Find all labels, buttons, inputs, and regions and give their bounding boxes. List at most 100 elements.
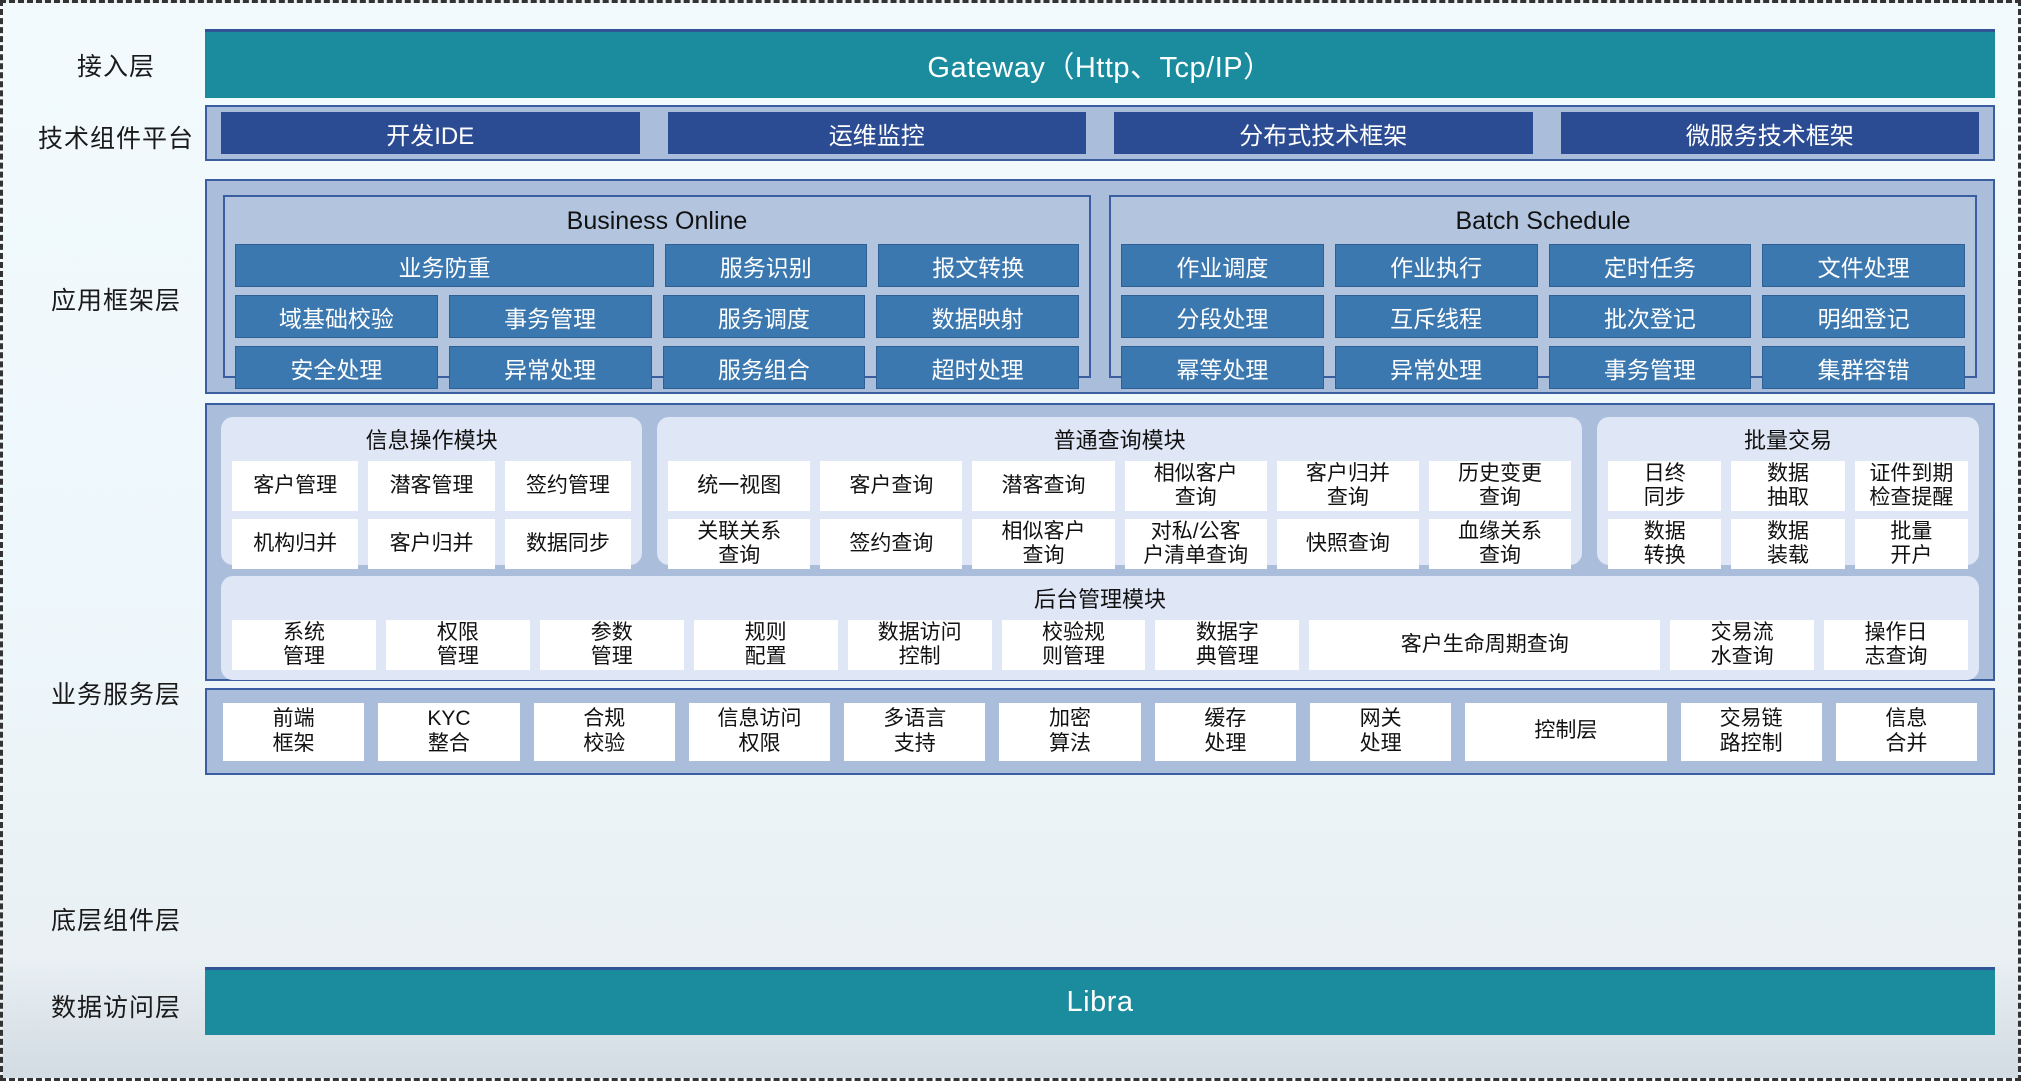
svc-qxgl[interactable]: 权限管理 <box>385 620 530 670</box>
comp-dyyzc[interactable]: 多语言支持 <box>844 702 986 761</box>
fw-cell-yccl[interactable]: 异常处理 <box>448 346 652 389</box>
svc-kzcx[interactable]: 快照查询 <box>1276 519 1419 569</box>
comp-qdkj[interactable]: 前端框架 <box>223 702 365 761</box>
tech-item-microservice-framework[interactable]: 微服务技术框架 <box>1560 112 1979 154</box>
svc-qkcx[interactable]: 潜客查询 <box>972 461 1115 511</box>
svc-lsbgcx[interactable]: 历史变更查询 <box>1428 461 1572 511</box>
svc-qygl[interactable]: 签约管理 <box>504 461 632 511</box>
svc-khcx[interactable]: 客户查询 <box>820 461 963 511</box>
svc-khsmzqcx[interactable]: 客户生命周期查询 <box>1309 620 1661 670</box>
svc-dsgkhqdcx[interactable]: 对私/公客户清单查询 <box>1124 519 1267 569</box>
comp-kzc[interactable]: 控制层 <box>1465 702 1667 761</box>
app-framework-layer: Business Online 业务防重 服务识别 报文转换 域基础校验 事务管… <box>205 179 1995 394</box>
fw-cell-hcxc[interactable]: 互斥线程 <box>1334 295 1538 338</box>
svc-sjtb[interactable]: 数据同步 <box>504 519 632 569</box>
fw-cell-swgl[interactable]: 事务管理 <box>448 295 652 338</box>
fw-cell-dsrw[interactable]: 定时任务 <box>1548 244 1752 287</box>
svc-sjzz[interactable]: 数据装载 <box>1731 519 1845 569</box>
tech-platform-strip: 开发IDE 运维监控 分布式技术框架 微服务技术框架 <box>205 105 1995 161</box>
svc-jygzgl[interactable]: 校验规则管理 <box>1001 620 1146 670</box>
tech-item-distributed-framework[interactable]: 分布式技术框架 <box>1114 112 1533 154</box>
fw-cell-cscl[interactable]: 超时处理 <box>876 346 1079 389</box>
svc-zjdqjctx[interactable]: 证件到期检查提醒 <box>1854 461 1968 511</box>
fw-cell-pcdj[interactable]: 批次登记 <box>1548 295 1752 338</box>
fw-cell-fwzh[interactable]: 服务组合 <box>662 346 866 389</box>
fw-cell-swgl-batch[interactable]: 事务管理 <box>1548 346 1752 389</box>
framework-panel-batch-schedule: Batch Schedule 作业调度 作业执行 定时任务 文件处理 分段处理 … <box>1109 195 1977 389</box>
comp-jmsf[interactable]: 加密算法 <box>999 702 1141 761</box>
fw-cell-bwzh[interactable]: 报文转换 <box>877 244 1080 287</box>
module-title-info-operation: 信息操作模块 <box>365 428 498 453</box>
module-backend-management: 后台管理模块 系统管理 权限管理 参数管理 规则配置 数据访问控制 校验规则管理… <box>221 576 1979 680</box>
comp-jylkz[interactable]: 交易链路控制 <box>1680 702 1822 761</box>
svc-csgl[interactable]: 参数管理 <box>539 620 684 670</box>
fw-cell-zydd[interactable]: 作业调度 <box>1121 244 1324 287</box>
libra-bar: Libra <box>205 967 1995 1035</box>
svc-qycx[interactable]: 签约查询 <box>820 519 963 569</box>
framework-row: 作业调度 作业执行 定时任务 文件处理 <box>1121 244 1965 287</box>
business-service-layer: 信息操作模块 客户管理 潜客管理 签约管理 机构归并 客户归并 数据同步 <box>205 403 1995 681</box>
comp-wgcl[interactable]: 网关处理 <box>1309 702 1452 761</box>
svc-jggb[interactable]: 机构归并 <box>232 519 359 569</box>
fw-cell-aqcl[interactable]: 安全处理 <box>235 346 438 389</box>
layer-label-business-service: 业务服务层 <box>50 681 181 709</box>
fw-cell-mxdj[interactable]: 明细登记 <box>1762 295 1965 338</box>
svc-sjcq[interactable]: 数据抽取 <box>1731 461 1845 511</box>
fw-cell-fwdd[interactable]: 服务调度 <box>662 295 866 338</box>
svc-khgbcx[interactable]: 客户归并查询 <box>1276 461 1419 511</box>
svc-sjzdgl[interactable]: 数据字典管理 <box>1155 620 1300 670</box>
layer-label-access: 接入层 <box>76 53 155 81</box>
svc-sjfwkz[interactable]: 数据访问控制 <box>847 620 992 670</box>
svc-khgb[interactable]: 客户归并 <box>368 519 495 569</box>
svc-gzpz[interactable]: 规则配置 <box>693 620 838 670</box>
svc-khgl[interactable]: 客户管理 <box>232 461 359 511</box>
svc-jyslcx[interactable]: 交易流水查询 <box>1670 620 1815 670</box>
module-batch-transaction: 批量交易 日终同步 数据抽取 证件到期检查提醒 数据转换 数据装载 批量开户 <box>1597 417 1979 569</box>
fw-cell-yccl-batch[interactable]: 异常处理 <box>1334 346 1538 389</box>
framework-row: 业务防重 服务识别 报文转换 <box>235 244 1080 287</box>
comp-hgjy[interactable]: 合规校验 <box>533 702 675 761</box>
svc-tysT[interactable]: 统一视图 <box>668 461 811 511</box>
business-module-row-top: 信息操作模块 客户管理 潜客管理 签约管理 机构归并 客户归并 数据同步 <box>221 417 1979 569</box>
tech-item-dev-ide[interactable]: 开发IDE <box>221 112 640 154</box>
comp-hccl[interactable]: 缓存处理 <box>1154 702 1296 761</box>
svc-xskhcx[interactable]: 相似客户查询 <box>1124 461 1267 511</box>
layer-label-data-access: 数据访问层 <box>50 994 181 1022</box>
svc-xskhcx2[interactable]: 相似客户查询 <box>972 519 1115 569</box>
svc-sjzh[interactable]: 数据转换 <box>1608 519 1722 569</box>
module-row: 关联关系查询 签约查询 相似客户查询 对私/公客户清单查询 快照查询 血缘关系查… <box>668 519 1572 569</box>
module-row: 机构归并 客户归并 数据同步 <box>232 519 632 569</box>
comp-xxhb[interactable]: 信息合并 <box>1835 702 1978 761</box>
svc-plkh[interactable]: 批量开户 <box>1854 519 1968 569</box>
layer-label-app-framework: 应用框架层 <box>50 287 181 315</box>
fw-cell-zyzx[interactable]: 作业执行 <box>1334 244 1538 287</box>
panel-title-business-online: Business Online <box>566 207 748 235</box>
comp-xxfwqx[interactable]: 信息访问权限 <box>688 702 831 761</box>
module-info-operation: 信息操作模块 客户管理 潜客管理 签约管理 机构归并 客户归并 数据同步 <box>221 417 643 569</box>
fw-cell-jqrc[interactable]: 集群容错 <box>1762 346 1965 389</box>
framework-row: 分段处理 互斥线程 批次登记 明细登记 <box>1121 295 1965 338</box>
framework-row: 域基础校验 事务管理 服务调度 数据映射 <box>235 295 1079 338</box>
module-row: 日终同步 数据抽取 证件到期检查提醒 <box>1608 461 1968 511</box>
module-row: 统一视图 客户查询 潜客查询 相似客户查询 客户归并查询 历史变更查询 <box>668 461 1572 511</box>
fw-cell-fdcl[interactable]: 分段处理 <box>1121 295 1324 338</box>
module-common-query: 普通查询模块 统一视图 客户查询 潜客查询 相似客户查询 客户归并查询 历史变更… <box>657 417 1583 569</box>
fw-cell-sjys[interactable]: 数据映射 <box>876 295 1079 338</box>
svc-czrzcx[interactable]: 操作日志查询 <box>1824 620 1968 670</box>
svc-xygxcx[interactable]: 血缘关系查询 <box>1428 519 1572 569</box>
svc-xtgl[interactable]: 系统管理 <box>232 620 376 670</box>
fw-cell-mdcl[interactable]: 幂等处理 <box>1121 346 1324 389</box>
svc-rzhtb[interactable]: 日终同步 <box>1608 461 1722 511</box>
fw-cell-wjcl[interactable]: 文件处理 <box>1762 244 1965 287</box>
tech-item-ops-monitor[interactable]: 运维监控 <box>667 112 1086 154</box>
framework-row: 安全处理 异常处理 服务组合 超时处理 <box>235 346 1079 389</box>
svc-glgxcx[interactable]: 关联关系查询 <box>668 519 811 569</box>
svc-qkgl[interactable]: 潜客管理 <box>368 461 495 511</box>
layer-label-tech-platform: 技术组件平台 <box>37 125 194 153</box>
framework-row: 幂等处理 异常处理 事务管理 集群容错 <box>1121 346 1965 389</box>
fw-cell-ywfz[interactable]: 业务防重 <box>235 244 654 287</box>
fw-cell-yjcjy[interactable]: 域基础校验 <box>235 295 438 338</box>
fw-cell-fwsb[interactable]: 服务识别 <box>664 244 867 287</box>
